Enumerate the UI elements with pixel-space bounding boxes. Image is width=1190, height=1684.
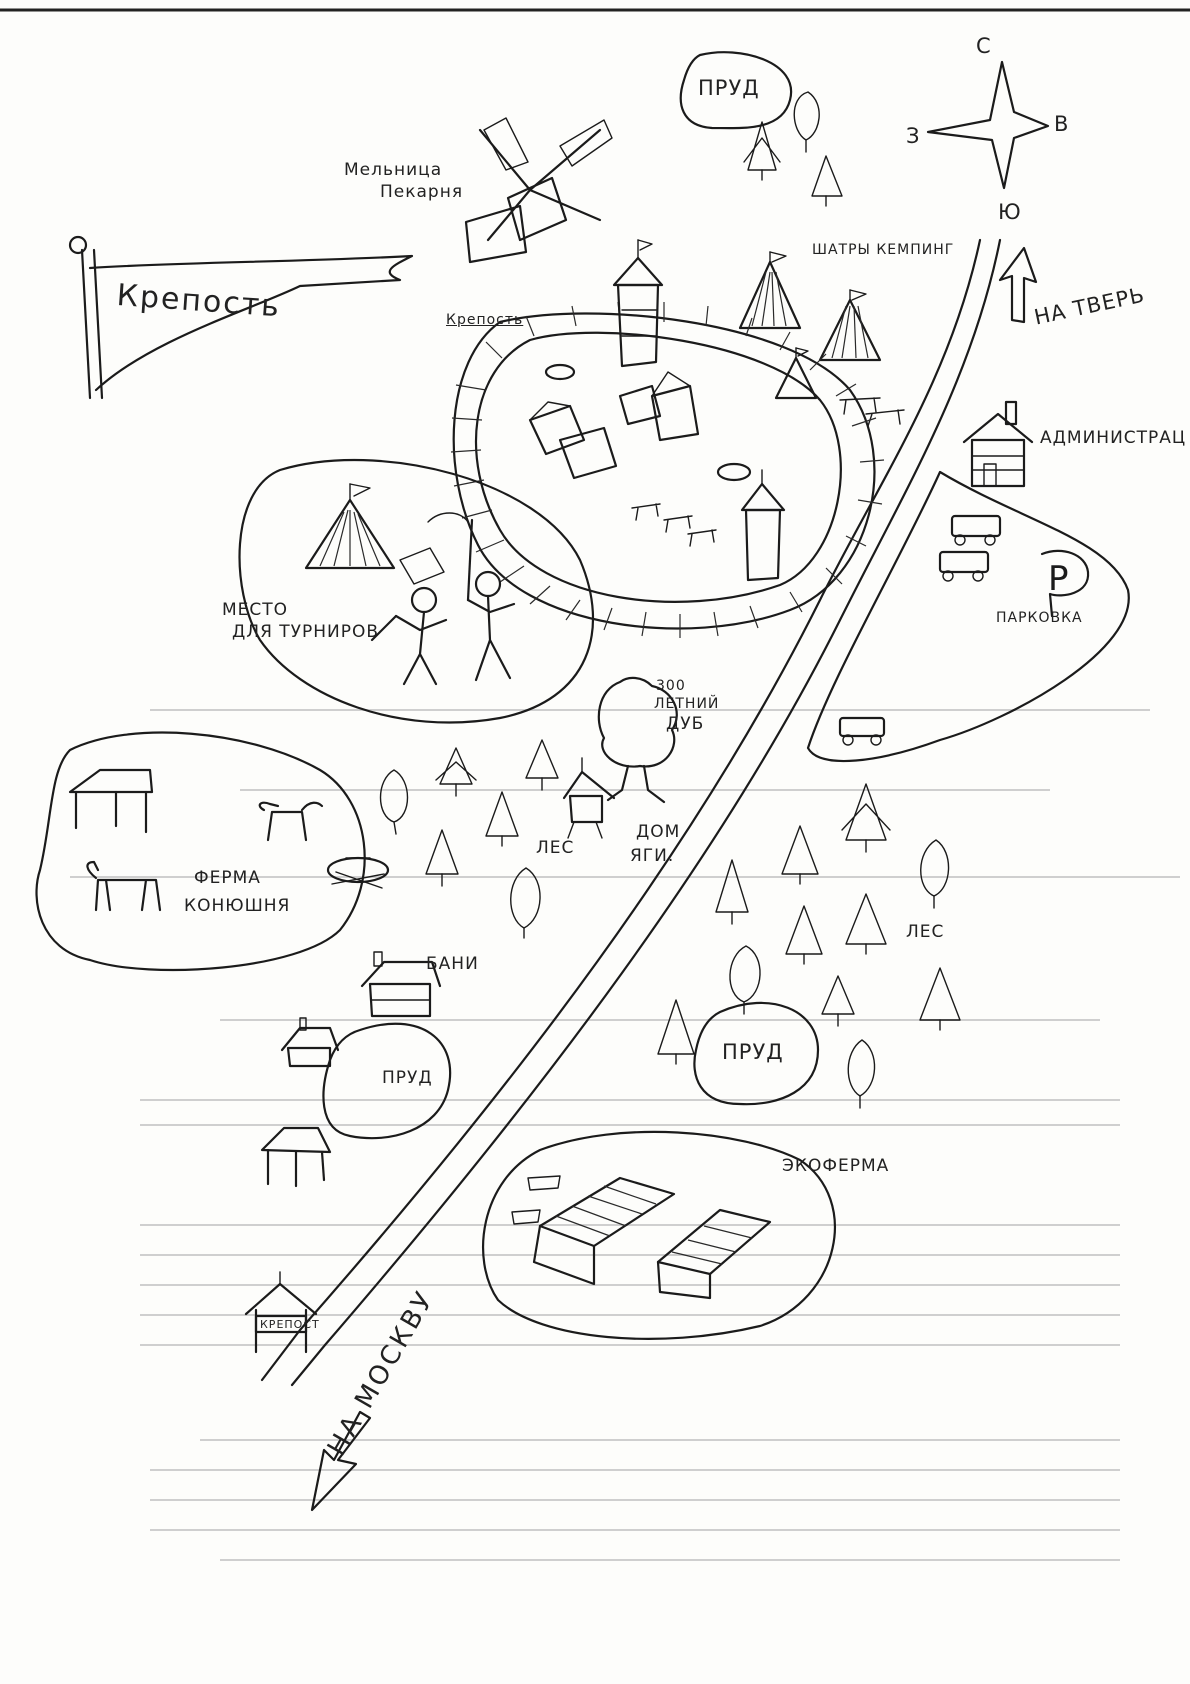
yaga-hut-icon — [562, 757, 616, 839]
farm-label-1: ФЕРМА — [194, 868, 261, 888]
compass-east-label: В — [1054, 112, 1070, 136]
tournament-area — [238, 458, 594, 724]
parking-sign: P — [1048, 559, 1069, 599]
trees-north — [743, 91, 843, 207]
road — [260, 238, 1002, 1387]
fortress-label: Крепость — [446, 312, 524, 328]
hut-icon — [280, 1017, 340, 1068]
admin-building-icon — [962, 400, 1034, 488]
compass-west-label: З — [906, 124, 921, 148]
tournament-label-2: ДЛЯ ТУРНИРОВ — [232, 622, 380, 642]
pond-east — [693, 1001, 820, 1106]
arrow-south-icon — [310, 1410, 372, 1512]
tents-icon — [738, 251, 882, 400]
pond-north — [679, 51, 793, 130]
compass-south-label: Ю — [998, 200, 1022, 224]
farm-area — [35, 731, 366, 972]
windmill-icon — [464, 117, 613, 264]
gazebo-icon — [260, 1126, 332, 1188]
pond-north-label: ПРУД — [698, 76, 760, 100]
tents-label: ШАТРЫ КЕМПИНГ — [812, 242, 955, 258]
admin-label: АДМИНИСТРАЦ — [1040, 428, 1187, 448]
bleed-through-lines — [70, 709, 1180, 1561]
forest-west-label: ЛЕС — [536, 838, 575, 858]
pond-west-label: ПРУД — [382, 1068, 433, 1088]
oak-label-3: ДУБ — [666, 714, 705, 734]
arrow-north-icon — [998, 246, 1038, 324]
yaga-label-1: ДОМ — [636, 822, 681, 842]
pond-east-label: ПРУД — [722, 1040, 784, 1064]
bakery-label: Пекарня — [380, 182, 464, 202]
compass-rose-icon — [926, 60, 1050, 190]
campfire-icon — [326, 856, 390, 889]
ecofarm-label: ЭКОФЕРМА — [782, 1156, 890, 1176]
banner-flag-icon — [68, 235, 414, 400]
farm-label-2: КОНЮШНЯ — [184, 896, 291, 916]
fortress — [450, 239, 885, 638]
bathhouse-icon — [360, 951, 442, 1018]
benches-icon — [839, 397, 905, 427]
gate-sign-icon — [244, 1271, 318, 1354]
mill-label: Мельница — [344, 160, 443, 180]
pond-west — [322, 1022, 452, 1140]
parking-area: P — [806, 470, 1130, 763]
compass-north-label: С — [976, 34, 992, 58]
forest-east-label: ЛЕС — [906, 922, 945, 942]
palisade-hatching — [450, 301, 885, 638]
gate-sign-label: КРЕПОСТ — [260, 1318, 320, 1331]
forest-trees — [379, 739, 961, 1109]
oak-label-2: ЛЕТНИЙ — [654, 696, 720, 712]
parking-label: ПАРКОВКА — [996, 610, 1083, 626]
tournament-label-1: МЕСТО — [222, 600, 289, 620]
bath-label: БАНИ — [426, 954, 479, 974]
yaga-label-2: ЯГИ. — [630, 846, 675, 866]
ecofarm-area — [482, 1130, 836, 1340]
oak-label-1: 300 — [656, 678, 686, 694]
